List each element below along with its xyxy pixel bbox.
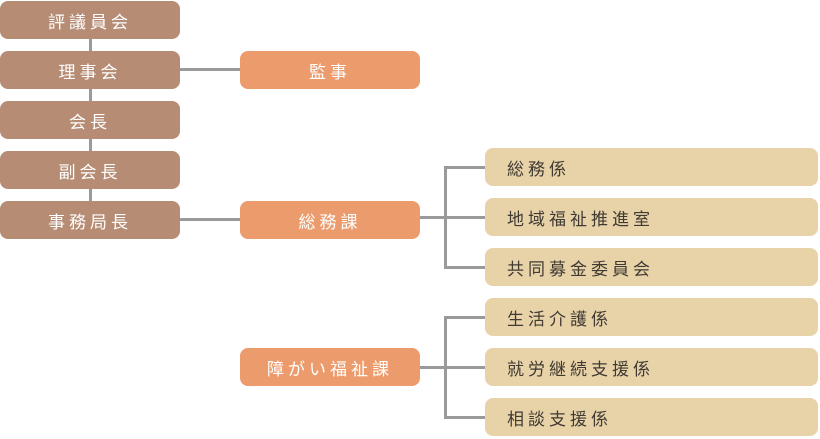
connector-fukukaicho-jimukyokucho <box>89 189 92 201</box>
connector-somuka-child-1 <box>444 166 485 169</box>
connector-kaicho-fukukaicho <box>89 139 92 151</box>
connector-somuka-trunk <box>420 216 485 219</box>
connector-fukushika-vertical <box>444 316 447 419</box>
connector-hyogiinkai-rijikai <box>89 39 92 51</box>
node-kaicho: 会長 <box>0 101 180 139</box>
node-kyodo-bokin: 共同募金委員会 <box>485 248 818 286</box>
node-sodan-shien: 相談支援係 <box>485 398 818 436</box>
connector-fukushika-child-3 <box>444 416 485 419</box>
connector-somuka-child-3 <box>444 266 485 269</box>
node-jimukyokucho: 事務局長 <box>0 201 180 239</box>
node-fukukaicho: 副会長 <box>0 151 180 189</box>
node-somuka: 総務課 <box>240 201 420 239</box>
connector-fukushika-child-1 <box>444 316 485 319</box>
node-shuro-keizoku: 就労継続支援係 <box>485 348 818 386</box>
node-rijikai: 理事会 <box>0 51 180 89</box>
node-seikatsu-kaigo: 生活介護係 <box>485 298 818 336</box>
node-hyogiinkai: 評議員会 <box>0 1 180 39</box>
connector-jimukyokucho-somuka <box>180 218 240 221</box>
node-somu-kakari: 総務係 <box>485 148 818 186</box>
node-chiiki-fukushi: 地域福祉推進室 <box>485 198 818 236</box>
connector-rijikai-kaicho <box>89 89 92 101</box>
connector-fukushika-trunk <box>420 366 485 369</box>
connector-rijikai-kanji <box>180 68 240 71</box>
node-shogai-fukushika: 障がい福祉課 <box>240 348 420 386</box>
node-kanji: 監事 <box>240 51 420 89</box>
connector-somuka-vertical <box>444 166 447 269</box>
